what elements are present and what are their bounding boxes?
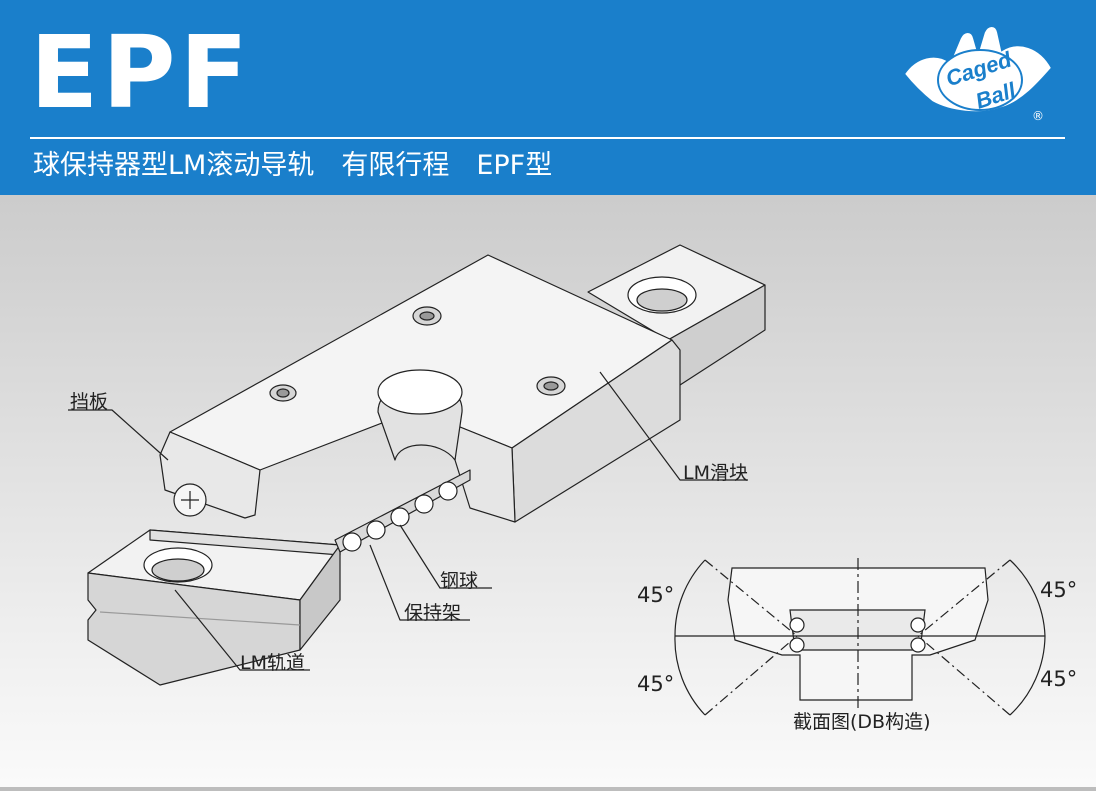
- label-ball: 钢球: [440, 570, 479, 592]
- page-subtitle: 球保持器型LM滚动导轨 有限行程 EPF型: [33, 150, 553, 181]
- angle-bottom-right: 45°: [1040, 667, 1078, 691]
- leader-lm-rail: [174, 589, 310, 671]
- isometric-drawing: [68, 244, 1046, 716]
- label-end-plate: 挡板: [70, 391, 109, 413]
- label-lm-block: LM滑块: [683, 462, 748, 484]
- steel-ball: [390, 507, 410, 527]
- label-retainer: 保持架: [404, 602, 462, 624]
- steel-ball: [438, 481, 458, 501]
- steel-ball: [366, 520, 386, 540]
- cross-section-view: [674, 558, 1046, 716]
- lm-block: [169, 254, 681, 523]
- header-divider: [30, 137, 1065, 139]
- lm-rail: [87, 529, 341, 686]
- product-illustration: 挡板 LM滑块 钢球 保持架 LM轨道 45° 45° 45° 45° 截面图(…: [0, 195, 1096, 787]
- ball-retainer: [334, 469, 471, 553]
- angle-top-left: 45°: [637, 583, 675, 607]
- section-ball: [910, 617, 926, 633]
- label-lm-rail: LM轨道: [240, 652, 305, 674]
- leader-end-plate: [68, 409, 169, 461]
- section-ball: [789, 617, 805, 633]
- end-plate: [159, 431, 261, 519]
- leader-retainer: [369, 544, 470, 621]
- leader-ball: [399, 524, 492, 589]
- registered-mark: ®: [1032, 109, 1044, 122]
- section-ball: [789, 637, 805, 653]
- leader-lm-block: [599, 371, 748, 481]
- angle-top-right: 45°: [1040, 578, 1078, 602]
- section-ball: [910, 637, 926, 653]
- block-center-hole: [377, 369, 463, 415]
- steel-ball: [342, 532, 362, 552]
- section-caption: 截面图(DB构造): [793, 711, 931, 733]
- steel-ball: [414, 494, 434, 514]
- header-banner: EPF Caged Ball ® 球保持器型LM滚动导轨 有限行程 EPF型: [0, 0, 1096, 195]
- angle-bottom-left: 45°: [637, 672, 675, 696]
- caged-ball-logo: Caged Ball ®: [902, 25, 1054, 122]
- page-title: EPF: [30, 14, 252, 131]
